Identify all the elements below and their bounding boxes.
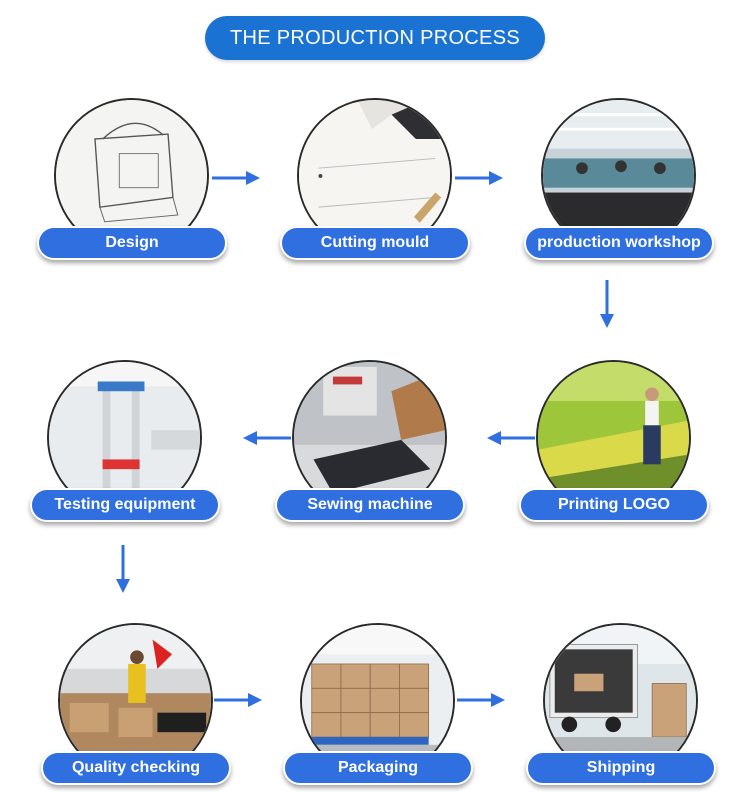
arrow-right-icon [214,692,262,708]
step-testing-equipment: Testing equipment [25,360,225,535]
boxes-icon [300,623,455,778]
step-label: Printing LOGO [519,488,709,522]
step-shipping: Shipping [521,623,721,798]
step-sewing-machine: Sewing machine [270,360,470,535]
step-label: Cutting mould [280,226,470,260]
arrow-right-icon [455,170,503,186]
arrow-down-icon [599,280,615,328]
page-title: THE PRODUCTION PROCESS [205,16,545,60]
step-label: Sewing machine [275,488,465,522]
step-label: Testing equipment [30,488,220,522]
step-label: production workshop [524,226,714,260]
step-label: Design [37,226,227,260]
step-production-workshop: production workshop [519,98,719,273]
arrow-left-icon [243,430,291,446]
arrow-right-icon [457,692,505,708]
step-printing-logo: Printing LOGO [514,360,714,535]
step-cutting-mould: Cutting mould [275,98,475,273]
step-packaging: Packaging [278,623,478,798]
arrow-right-icon [212,170,260,186]
step-quality-checking: Quality checking [36,623,236,798]
step-label: Shipping [526,751,716,785]
step-design: sketch notes Design [32,98,232,273]
arrow-down-icon [115,545,131,593]
step-label: Packaging [283,751,473,785]
step-label: Quality checking [41,751,231,785]
arrow-left-icon [487,430,535,446]
